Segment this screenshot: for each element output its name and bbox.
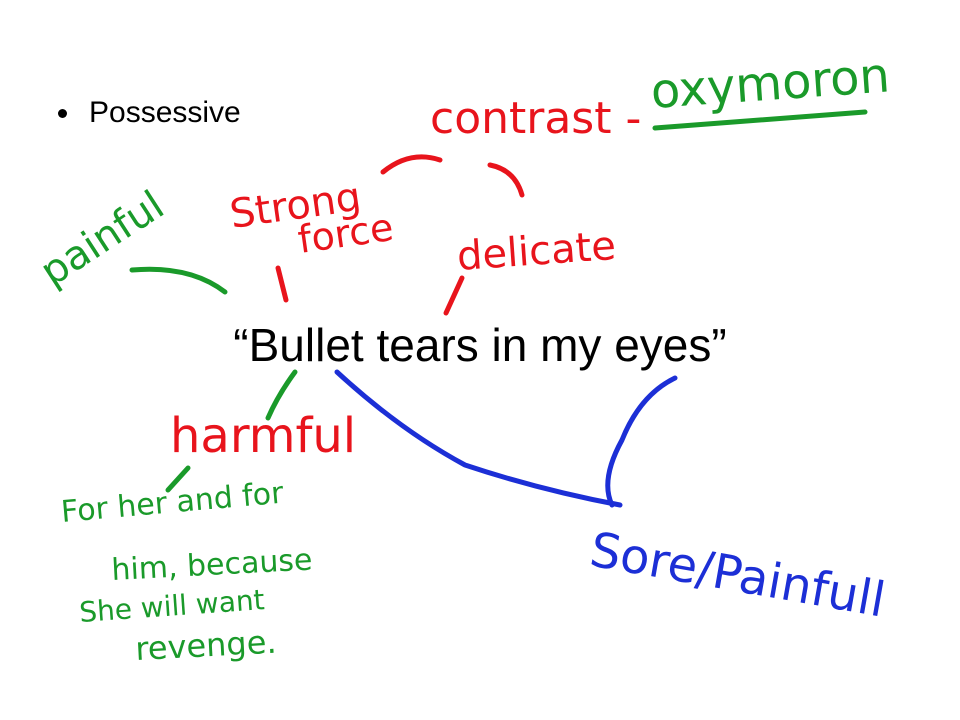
red-line-delicate xyxy=(443,275,465,316)
green-line-painful xyxy=(129,266,228,295)
annotation-harmful: harmful xyxy=(170,408,356,464)
annotation-sore-painful: Sore/Painfull xyxy=(586,522,889,629)
annotation-note-line2: him, because xyxy=(111,543,314,588)
annotation-painful: painful xyxy=(32,182,172,295)
red-line-strong xyxy=(275,265,289,303)
annotation-delicate: delicate xyxy=(455,223,617,280)
blue-line-long xyxy=(334,369,623,508)
red-arc-left xyxy=(380,154,443,175)
annotation-note-line3: She will want xyxy=(78,583,265,629)
annotation-note-line4: revenge. xyxy=(134,623,277,668)
red-arc-right xyxy=(487,162,525,198)
annotation-contrast: contrast - xyxy=(430,93,641,144)
green-line-harmful xyxy=(265,369,298,421)
green-underline-oxymoron xyxy=(652,109,868,131)
blue-line-bracket xyxy=(605,375,678,508)
bullet-item: Possessive xyxy=(58,96,241,130)
quote-text: “Bullet tears in my eyes” xyxy=(233,319,727,371)
bullet-text: Possessive xyxy=(89,96,241,129)
annotation-oxymoron: oxymoron xyxy=(649,47,892,120)
bullet-dot xyxy=(58,108,67,118)
green-line-note xyxy=(165,465,191,493)
